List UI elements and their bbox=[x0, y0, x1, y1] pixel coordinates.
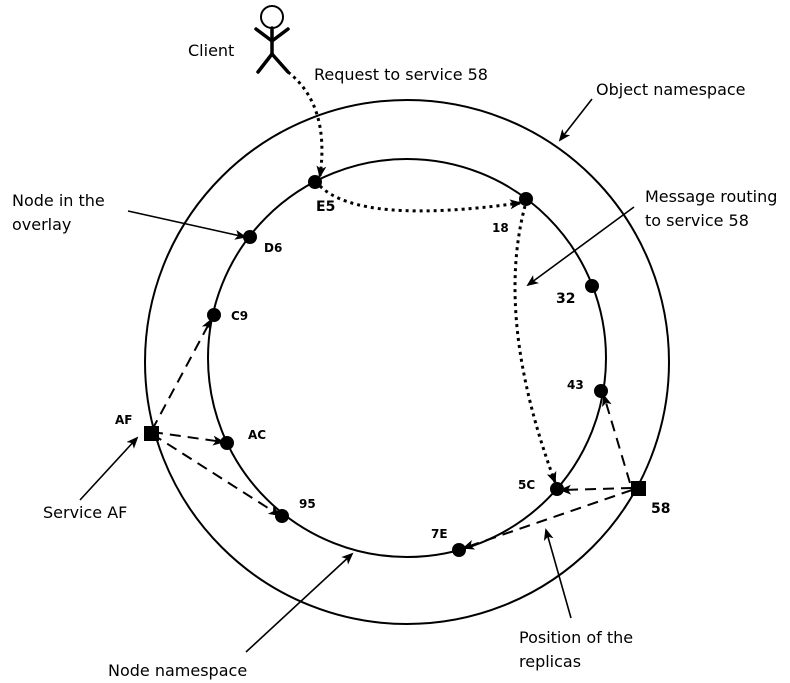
af-to-c9-link bbox=[151, 318, 212, 431]
node-c9-dot bbox=[207, 308, 221, 322]
node-7e-dot bbox=[452, 543, 466, 557]
route-e5-to-18 bbox=[318, 184, 522, 213]
node-c9-label: C9 bbox=[231, 309, 248, 323]
node-5c-label: 5C bbox=[518, 478, 535, 492]
service-af-square bbox=[144, 426, 159, 441]
service-af-pointer bbox=[79, 436, 139, 501]
node-in-overlay-label-line2: overlay bbox=[12, 215, 71, 234]
s58-to-43-link bbox=[602, 394, 631, 484]
node-18-label: 18 bbox=[492, 221, 509, 235]
replicas-label-line2: replicas bbox=[519, 652, 581, 671]
object-namespace-label: Object namespace bbox=[596, 80, 746, 99]
message-routing-label-line2: to service 58 bbox=[645, 211, 749, 230]
node-in-overlay-pointer bbox=[127, 210, 247, 240]
node-95-dot bbox=[275, 509, 289, 523]
service-af-caption: Service AF bbox=[43, 503, 127, 522]
node-namespace-label: Node namespace bbox=[108, 661, 247, 680]
message-routing-label-line1: Message routing bbox=[645, 187, 777, 206]
af-to-95-link bbox=[151, 433, 281, 517]
node-namespace-pointer bbox=[245, 552, 354, 653]
object-namespace-pointer bbox=[558, 98, 593, 142]
node-ac-dot bbox=[220, 436, 234, 450]
s58-to-7e-link bbox=[462, 489, 633, 550]
node-5c-dot bbox=[550, 482, 564, 496]
object-namespace-ring bbox=[144, 99, 670, 625]
node-7e-label: 7E bbox=[431, 527, 448, 541]
node-d6-dot bbox=[243, 230, 257, 244]
replicas-label-line1: Position of the bbox=[519, 628, 633, 647]
af-to-ac-link bbox=[151, 431, 225, 446]
request-path bbox=[287, 70, 327, 178]
client-figure-icon bbox=[254, 5, 290, 74]
node-43-dot bbox=[594, 384, 608, 398]
node-43-label: 43 bbox=[567, 378, 584, 392]
node-32-label: 32 bbox=[556, 291, 575, 307]
node-e5-dot bbox=[308, 175, 322, 189]
s58-to-5c-link bbox=[559, 484, 633, 495]
node-32-dot bbox=[585, 279, 599, 293]
node-d6-label: D6 bbox=[264, 241, 282, 255]
node-in-overlay-label-line1: Node in the bbox=[12, 191, 105, 210]
service-af-label: AF bbox=[115, 413, 132, 427]
node-18-dot bbox=[519, 192, 533, 206]
request-label: Request to service 58 bbox=[314, 65, 488, 84]
node-namespace-ring bbox=[207, 158, 607, 558]
node-95-label: 95 bbox=[299, 497, 316, 511]
node-ac-label: AC bbox=[248, 428, 266, 442]
replicas-pointer bbox=[543, 528, 572, 619]
node-e5-label: E5 bbox=[316, 199, 335, 215]
route-18-to-5c bbox=[513, 205, 557, 484]
service-58-square bbox=[631, 481, 646, 496]
client-label: Client bbox=[188, 41, 234, 60]
service-58-label: 58 bbox=[651, 501, 670, 517]
message-routing-pointer bbox=[526, 206, 635, 287]
